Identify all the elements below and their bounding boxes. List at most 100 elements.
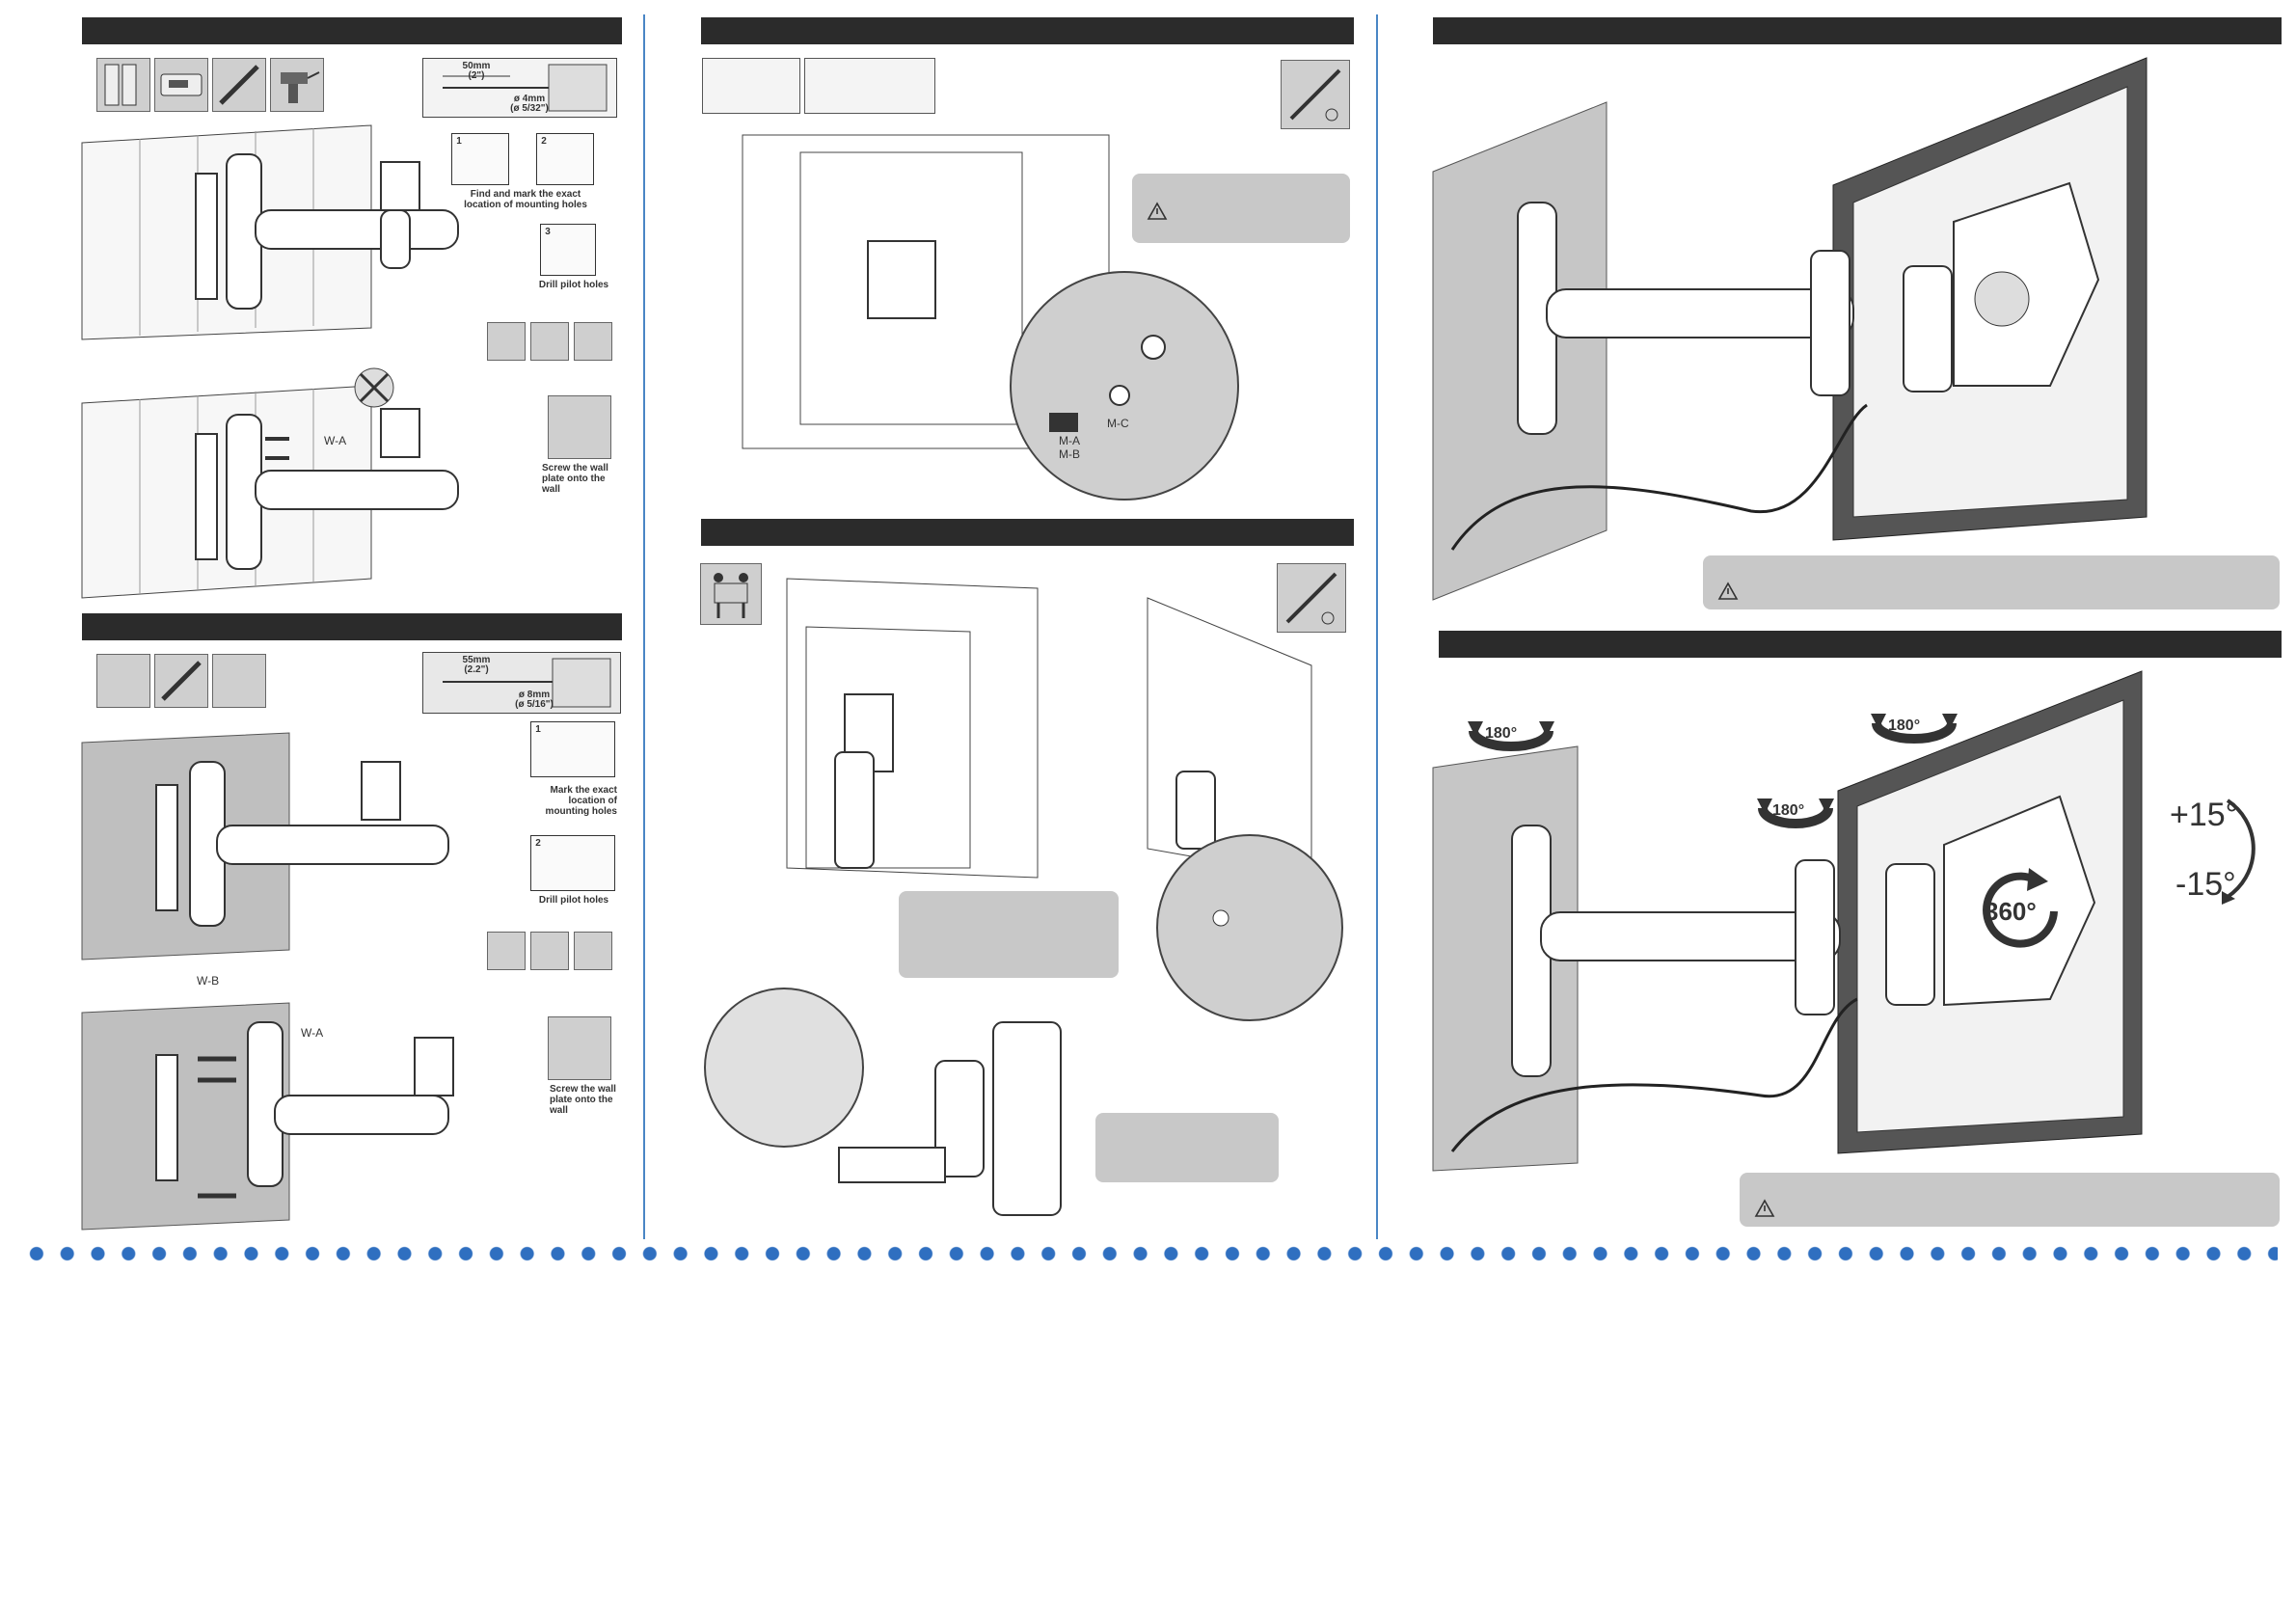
level-bad-icon-1 — [530, 322, 569, 361]
header-bar-step6 — [1439, 631, 2282, 658]
screwdriver-icon-2 — [1277, 563, 1346, 633]
screwdriver-icon — [1285, 572, 1337, 625]
tv-hook-illustration — [1147, 597, 1312, 879]
label-wb: W-B — [197, 974, 220, 988]
level-bad-icon-4 — [574, 932, 612, 970]
screwdriver-icon — [1289, 68, 1341, 122]
drill-spec-box-1: 50mm (2") ø 4mm (ø 5/32") — [422, 58, 617, 118]
no-tool-icon — [354, 367, 394, 408]
drill-depth-inch-label: (2") — [468, 70, 485, 81]
rot-180-label-c: 180° — [1772, 802, 1805, 819]
step1-num-2: 1 — [535, 724, 541, 735]
level-icon — [104, 64, 137, 106]
drill-pilot-text-2: Drill pilot holes — [538, 895, 609, 906]
label-wa-1: W-A — [324, 434, 347, 447]
rotate-arrow-icon-b — [1871, 714, 1958, 744]
tilt-up-label: +15° — [2170, 797, 2239, 833]
screw-ok-box — [702, 58, 800, 114]
label-mb: M-B — [1059, 447, 1080, 461]
tool-level-icon — [96, 58, 150, 112]
screw-bad-box — [804, 58, 935, 114]
drill-icon — [281, 71, 320, 103]
drill-icon-3 — [548, 1016, 611, 1080]
level-ok-icon-2 — [487, 932, 526, 970]
rot-360-label: 360° — [1985, 897, 2037, 926]
note-box-step6 — [1740, 1173, 2280, 1227]
drill-icon-2 — [548, 395, 611, 459]
divider-right — [1376, 14, 1378, 1239]
drill-depth-label: 50mm — [462, 61, 491, 71]
drill-bit-label: ø 4mm — [513, 94, 546, 104]
find-mark-text: Find and mark the exact location of moun… — [464, 189, 587, 210]
step3-num: 3 — [545, 227, 551, 237]
header-bar-step2 — [82, 613, 622, 640]
drill-bit-inch-label: (ø 5/32") — [510, 103, 549, 114]
drill-depth-label-2: 55mm — [462, 655, 491, 665]
step2-box-2: 2 — [530, 835, 615, 891]
screw-wall-text-2: Screw the wall plate onto the wall — [550, 1084, 616, 1116]
two-people-icon — [700, 563, 762, 625]
label-wa-2: W-A — [301, 1026, 324, 1040]
level-bad-icon-3 — [530, 932, 569, 970]
screwdriver-icon-1 — [1281, 60, 1350, 129]
bracket-zoom-circle — [704, 988, 864, 1148]
divider-left — [643, 14, 645, 1239]
tool-brick-icon — [96, 654, 150, 708]
drill-pilot-text-1: Drill pilot holes — [538, 280, 609, 290]
warning-icon — [1717, 582, 1739, 600]
rotate-arrow-icon-a — [1468, 721, 1554, 751]
drill-bit-inch-label-2: (ø 5/16") — [515, 699, 554, 710]
step1-box-2: 1 — [530, 721, 615, 777]
tool-drill-icon-2 — [212, 654, 266, 708]
note-box-step4-b — [1095, 1113, 1279, 1182]
rot-180-label-a: 180° — [1485, 725, 1518, 742]
drill-spec-box-2: 55mm (2.2") ø 8mm (ø 5/16") — [422, 652, 621, 714]
swivel-tilt-illustration — [1432, 670, 2143, 1172]
tv-attach-illustration — [786, 578, 1039, 879]
mount-plate-illustration — [838, 1021, 1062, 1216]
mark-holes-text: Mark the exact location of mounting hole… — [545, 785, 617, 817]
warning-icon — [1147, 202, 1168, 220]
note-box-step5 — [1703, 555, 2280, 609]
pencil-icon — [161, 661, 202, 701]
brick-wall-illustration-1 — [81, 732, 449, 961]
drill-bit-label-2: ø 8mm — [518, 690, 551, 700]
stud-wall-illustration-2 — [81, 385, 459, 599]
note-box-step3 — [1132, 174, 1350, 243]
tilt-arrow-icon — [2222, 798, 2255, 905]
drill-depth-inch-label-2: (2.2") — [464, 664, 489, 675]
rotate-arrow-icon-c — [1757, 798, 1834, 828]
step1-num: 1 — [456, 136, 462, 147]
tilt-down-label: -15° — [2175, 866, 2236, 903]
warning-icon — [1754, 1199, 1775, 1217]
two-people-icon-glyph — [714, 573, 748, 618]
step2-box: 2 — [536, 133, 594, 185]
step3-box: 3 — [540, 224, 596, 276]
rot-180-label-b: 180° — [1888, 717, 1921, 734]
stud-wall-illustration-1 — [81, 124, 459, 340]
hook-zoom-circle — [1156, 834, 1343, 1021]
note-box-step4-a — [899, 891, 1119, 978]
label-ma: M-A — [1059, 434, 1080, 447]
pencil-icon — [219, 65, 259, 105]
wall-mount-final-illustration — [1432, 57, 2147, 601]
tool-drill-icon — [270, 58, 324, 112]
header-bar-step3 — [701, 17, 1354, 44]
tool-stud-finder-icon — [154, 58, 208, 112]
brick-wall-illustration-2 — [81, 1002, 454, 1231]
zoom-detail-circle — [1010, 271, 1239, 501]
header-bar-step1 — [82, 17, 622, 44]
rotate-360-arrow-icon — [1983, 868, 2058, 948]
header-bar-step4 — [701, 519, 1354, 546]
dotted-separator — [21, 1244, 2278, 1263]
level-bad-icon-2 — [574, 322, 612, 361]
step1-box: 1 — [451, 133, 509, 185]
tool-pencil-icon — [212, 58, 266, 112]
stud-finder-icon — [160, 73, 203, 96]
screw-wall-text-1: Screw the wall plate onto the wall — [542, 463, 608, 495]
tool-pencil-icon-2 — [154, 654, 208, 708]
header-bar-step5 — [1433, 17, 2282, 44]
step2-num-2: 2 — [535, 838, 541, 849]
label-mc: M-C — [1107, 417, 1129, 430]
level-ok-icon — [487, 322, 526, 361]
